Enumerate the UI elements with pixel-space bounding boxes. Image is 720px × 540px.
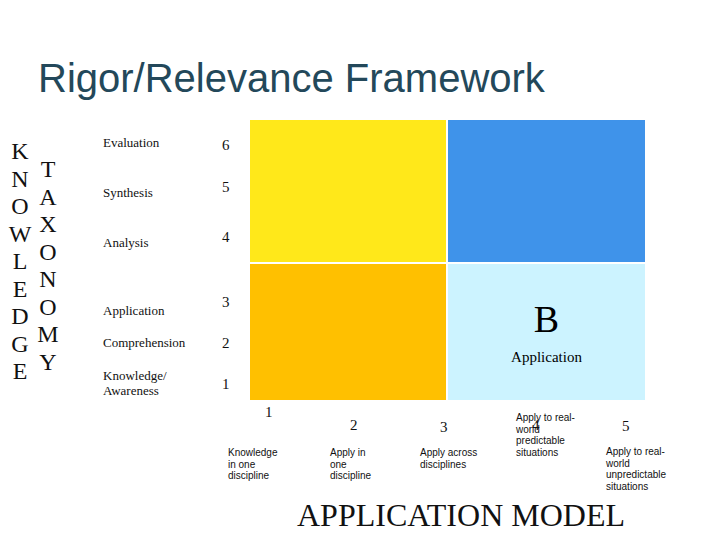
model-caption: APPLICATION MODEL bbox=[297, 498, 625, 533]
axis-number: 3 bbox=[440, 419, 448, 436]
axis-number: 2 bbox=[350, 417, 358, 434]
level-name: Synthesis bbox=[103, 186, 153, 201]
quadrant-d bbox=[448, 120, 645, 262]
axis-letters: TAXONOMY bbox=[36, 156, 60, 376]
quadrant-name: Application bbox=[511, 348, 582, 366]
axis-number: 1 bbox=[265, 404, 273, 421]
axis-caption: Apply to real-world predictable situatio… bbox=[516, 412, 578, 458]
axis-letters: KNOWLEDGE bbox=[8, 138, 32, 386]
level-name: Comprehension bbox=[103, 336, 185, 351]
axis-number: 5 bbox=[622, 418, 630, 435]
level-name: Analysis bbox=[103, 236, 149, 251]
quadrant-letter: B bbox=[534, 300, 559, 340]
slide-title: Rigor/Relevance Framework bbox=[38, 56, 545, 101]
quadrant-c bbox=[250, 264, 446, 400]
axis-caption: Knowledge in one discipline bbox=[228, 447, 288, 482]
axis-caption: Apply across disciplines bbox=[420, 447, 478, 470]
quadrant-a bbox=[250, 120, 446, 262]
axis-caption: Apply in one discipline bbox=[330, 447, 382, 482]
level-name: Knowledge/ Awareness bbox=[103, 369, 185, 399]
axis-caption: Apply to real-world unpredictable situat… bbox=[606, 446, 678, 492]
quadrant-box: B Application bbox=[448, 264, 645, 400]
level-name: Evaluation bbox=[103, 136, 159, 151]
level-number: 6 bbox=[222, 137, 230, 154]
level-number: 4 bbox=[222, 229, 230, 246]
level-number: 2 bbox=[222, 335, 230, 352]
level-number: 3 bbox=[222, 294, 230, 311]
level-number: 5 bbox=[222, 179, 230, 196]
level-name: Application bbox=[103, 304, 164, 319]
level-number: 1 bbox=[222, 376, 230, 393]
